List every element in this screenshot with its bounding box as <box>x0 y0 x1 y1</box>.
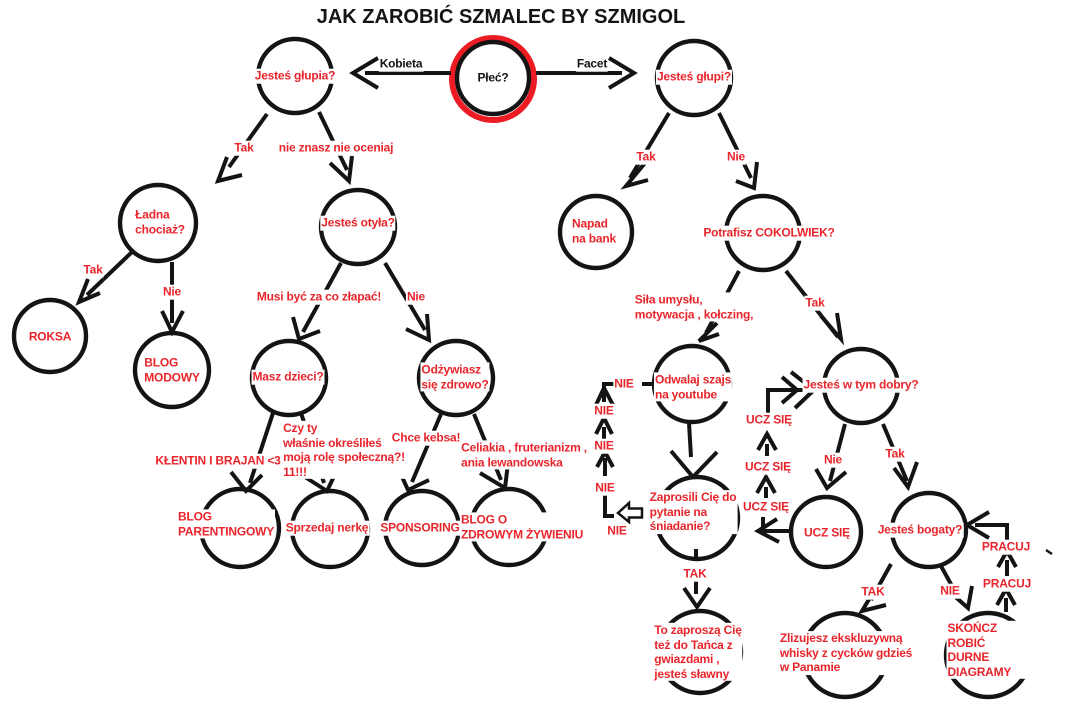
node-label-dzieci: Masz dzieci? <box>251 369 325 385</box>
edge-label-glupi-nie: Nie <box>725 149 747 165</box>
arrow-glupia-ladna <box>214 112 269 184</box>
node-label-ladna: Ładna chociaż? <box>134 207 186 237</box>
arrow-otyla-odzywiasz <box>383 261 432 344</box>
node-label-dobry: Jesteś w tym dobry? <box>802 377 920 393</box>
edge-label-nie1: NIE <box>613 376 635 392</box>
edge-label-ladna-tak: Tak <box>82 262 104 278</box>
edge-label-bogaty-nie: NIE <box>939 583 961 599</box>
node-label-roksa: ROKSA <box>27 329 73 345</box>
arrow-zaprosili-taniec <box>682 549 712 611</box>
edge-label-ladna-nie: Nie <box>161 284 183 300</box>
arrow-ucz-loop <box>753 370 818 544</box>
edge-label-facet: Facet <box>575 56 609 72</box>
arrow-glupi-potrafisz <box>717 112 759 191</box>
node-label-parentingowy: BLOG PARENTINGOWY <box>176 509 276 539</box>
node-circle-odzywiasz <box>416 338 496 418</box>
page-title: JAK ZAROBIĆ SZMALEC BY SZMIGOL <box>316 6 686 28</box>
node-label-uczsie: UCZ SIĘ <box>803 525 851 541</box>
arrow-dobry-uczsie <box>814 423 848 492</box>
edge-label-ucz3: UCZ SIĘ <box>742 499 790 515</box>
edge-label-klentin: KŁENTIN I BRAJAN <3 <box>154 453 282 469</box>
node-circle-ladna <box>117 182 199 264</box>
node-label-odzywiasz: Odżywiasz się zdrowo? <box>420 362 490 392</box>
node-label-sponsoring: SPONSORING <box>379 520 461 536</box>
edge-label-czyty: Czy ty właśnie określiłeś moją rolę społ… <box>282 420 406 480</box>
arrow-plec-kobieta <box>349 56 451 90</box>
edge-label-bogaty-tak: TAK <box>860 584 886 600</box>
node-label-odwalaj: Odwalaj szajs na youtube <box>653 372 733 402</box>
arrow-odwalaj-zaprosili <box>669 422 719 479</box>
arrow-plec-facet <box>536 56 638 90</box>
node-label-nerka: Sprzedaj nerkę <box>284 520 370 536</box>
edge-label-ucz1: UCZ SIĘ <box>745 412 793 428</box>
edge-label-glupi-tak: Tak <box>635 149 657 165</box>
node-circle-napad <box>557 193 635 271</box>
edge-label-nie4: NIE <box>594 480 616 496</box>
node-label-bogaty: Jesteś bogaty? <box>876 522 964 538</box>
edge-label-kebsa: Chce kebsa! <box>390 430 462 446</box>
arrow-dzieci-parentingowy <box>229 412 275 495</box>
arrow-ladna-roksa <box>75 250 134 306</box>
edge-label-sila: Siła umysłu, motywacja , kołczing, <box>633 292 755 322</box>
edge-label-kobieta: Kobieta <box>378 56 424 72</box>
node-label-taniec: To zaproszą Cię też do Tańca z gwiazdami… <box>653 622 743 682</box>
edge-label-potrafisz-tak: Tak <box>804 295 826 311</box>
node-circle-plec <box>454 39 532 117</box>
node-label-diagramy: SKOŃCZ ROBIĆ DURNE DIAGRAMY <box>946 620 1036 680</box>
edge-label-otyla-nie: Nie <box>405 289 427 305</box>
node-label-whisky: Zlizujesz ekskluzywną whisky z cycków gd… <box>778 631 914 675</box>
edge-label-pracuj1: PRACUJ <box>980 539 1032 555</box>
node-label-napad: Napad na bank <box>571 216 617 246</box>
node-label-potrafisz: Potrafisz COKOLWIEK? <box>702 225 836 241</box>
arrow-nie-loop <box>594 382 652 525</box>
edge-label-dobry-nie: Nie <box>822 452 844 468</box>
node-label-zaprosili: Zaprosili Cię do pytanie na śniadanie? <box>648 490 738 534</box>
node-ring-plec <box>449 35 537 123</box>
edge-label-dobry-tak: Tak <box>884 446 906 462</box>
edge-label-glupia-nie: nie znasz nie oceniaj <box>277 140 395 156</box>
stray-mark <box>1045 548 1053 556</box>
node-label-glupia: Jesteś głupia? <box>253 68 337 84</box>
edge-label-nie3: NIE <box>593 438 615 454</box>
arrow-pracuj-loop <box>963 510 1053 612</box>
node-label-zdrowie: BLOG O ZDROWYM ŻYWIENIU <box>459 512 585 542</box>
arrow-glupi-napad <box>620 111 671 190</box>
edge-label-otyla-musi: Musi być za co złapać! <box>255 289 383 305</box>
edge-label-pracuj2: PRACUJ <box>981 576 1033 592</box>
edge-label-ucz2: UCZ SIĘ <box>744 459 792 475</box>
node-label-modowy: BLOG MODOWY <box>143 355 201 385</box>
edge-label-glupia-tak: Tak <box>233 140 255 156</box>
edge-label-celiakia: Celiakia , fruterianizm , ania lewandows… <box>460 440 588 470</box>
node-circle-roksa <box>11 297 89 375</box>
node-label-plec: Płeć? <box>476 70 510 86</box>
block-arrow-left-icon <box>616 500 644 525</box>
node-label-otyla: Jesteś otyła? <box>320 215 396 231</box>
edge-label-nie5: NIE <box>606 523 628 539</box>
edge-label-zaprosili-tak: TAK <box>682 566 708 582</box>
node-label-glupi: Jesteś głupi? <box>655 69 733 85</box>
edge-label-nie2: NIE <box>593 403 615 419</box>
